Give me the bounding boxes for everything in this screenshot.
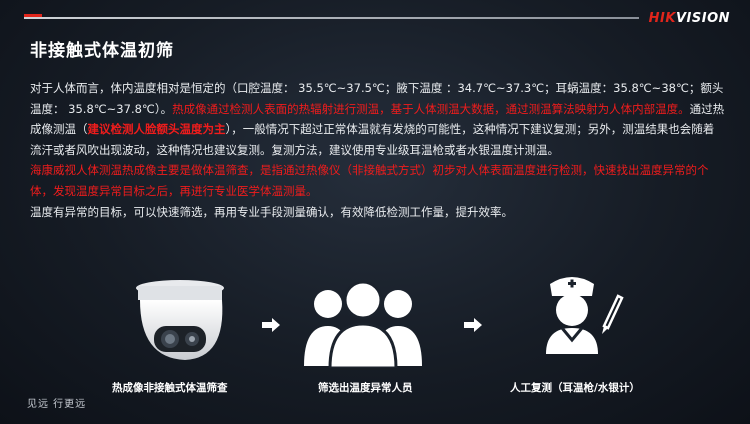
page-title: 非接触式体温初筛 — [30, 41, 174, 61]
hikvision-logo: HIKVISION — [648, 11, 730, 26]
arrow-right-icon — [262, 318, 280, 332]
title-accent-bar — [24, 14, 42, 18]
step-caption-1: 热成像非接触式体温筛查 — [112, 382, 228, 394]
people-group-icon — [304, 280, 422, 370]
top-divider — [24, 17, 639, 19]
step-people — [298, 280, 428, 372]
thermal-camera-icon — [136, 280, 224, 360]
paragraph-temperature: 对于人体而言，体内温度相对是恒定的（口腔温度： 35.5℃~37.5℃；腋下温度… — [30, 81, 725, 157]
footer-slogan: 见远 行更远 — [27, 399, 87, 410]
paragraph-efficiency: 温度有异常的目标，可以快速筛选，再用专业手段测量确认，有效降低检测工作量，提升效… — [30, 204, 513, 219]
step-caption-3: 人工复测（耳温枪/水银计） — [510, 382, 640, 394]
paragraph-screening: 海康威视人体测温热成像主要是做体温筛查，是指通过热像仪（非接触式方式）初步对人体… — [30, 163, 709, 198]
step-caption-2: 筛选出温度异常人员 — [318, 382, 413, 394]
arrow-right-icon — [464, 318, 482, 332]
nurse-icon — [546, 277, 624, 354]
step-nurse — [532, 270, 632, 374]
body-text: 对于人体而言，体内温度相对是恒定的（口腔温度： 35.5℃~37.5℃；腋下温度… — [30, 78, 725, 222]
process-steps: 热成像非接触式体温筛查 筛选出温度异常人员 人工复测（耳温枪/水银计 — [0, 268, 750, 398]
step-camera — [130, 278, 240, 378]
